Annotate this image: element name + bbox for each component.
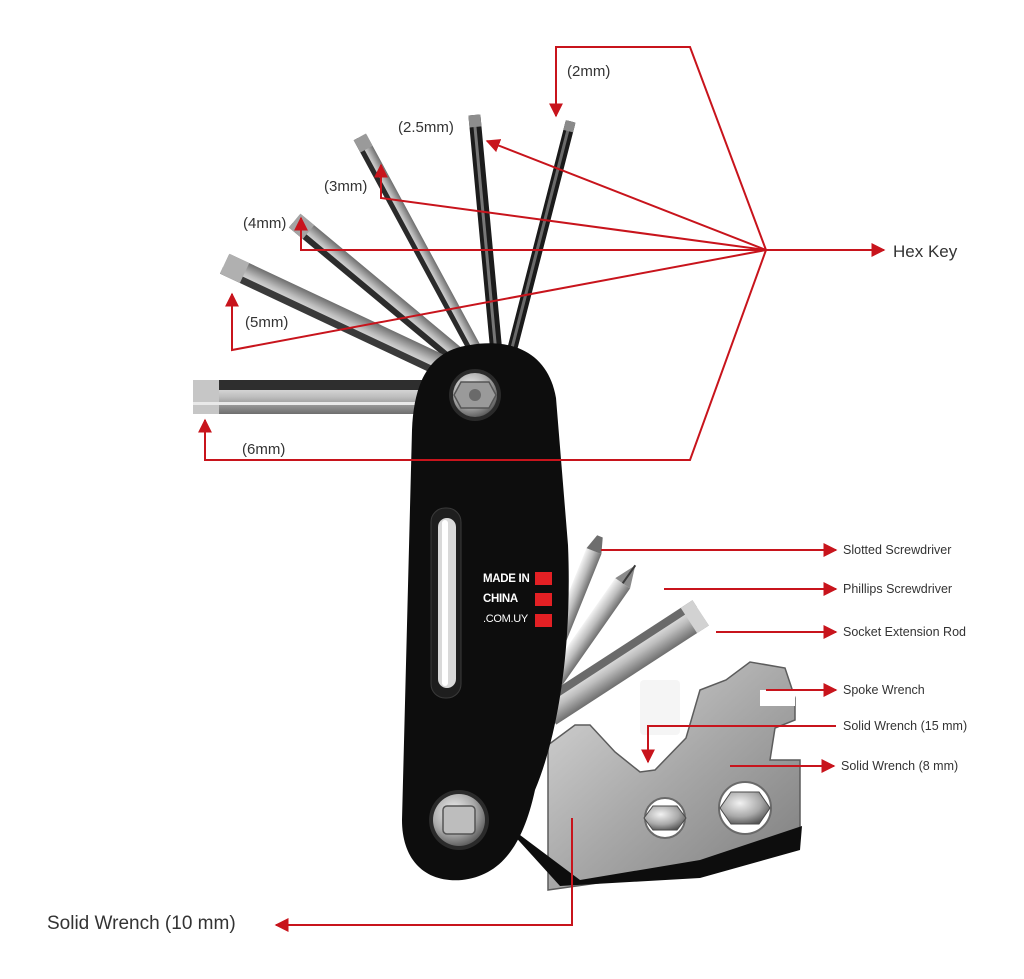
label-solid-wrench-10mm: Solid Wrench (10 mm) [47, 913, 236, 934]
label-hex-2-5mm: (2.5mm) [398, 119, 454, 136]
socket-extension-rod [539, 600, 709, 725]
brand-logo: MADE IN CHINA .COM.UY [483, 572, 555, 632]
label-hex-4mm: (4mm) [243, 215, 287, 232]
logo-line-2: CHINA [483, 593, 518, 605]
hex-key-2mm [507, 120, 576, 351]
label-hex-5mm: (5mm) [245, 314, 289, 331]
hex-key-leaders [198, 46, 886, 461]
screwdriver-set [539, 535, 709, 725]
label-hex-2mm: (2mm) [567, 63, 611, 80]
label-hex-3mm: (3mm) [324, 178, 368, 195]
tool-leaders [274, 543, 838, 932]
label-solid-wrench-15mm: Solid Wrench (15 mm) [843, 719, 968, 733]
phillips-screwdriver-bit [547, 564, 637, 686]
logo-square-3 [535, 614, 552, 627]
label-hex-6mm: (6mm) [242, 441, 286, 458]
logo-line-1: MADE IN [483, 573, 530, 585]
hex-key-3mm [353, 133, 480, 352]
wrench-plate [547, 661, 801, 891]
hex-key-6mm [193, 380, 428, 414]
logo-line-3: .COM.UY [483, 613, 528, 625]
label-solid-wrench-8mm: Solid Wrench (8 mm) [841, 759, 959, 773]
hex-key-5mm [219, 253, 445, 375]
bottom-bolt [429, 790, 489, 850]
label-slotted-screwdriver: Slotted Screwdriver [843, 543, 952, 557]
tool-body [402, 343, 569, 881]
label-hex-key: Hex Key [893, 242, 958, 261]
hex-key-2-5mm [468, 114, 502, 349]
bottom-cover [500, 820, 802, 886]
logo-square-2 [535, 593, 552, 606]
top-bolt [449, 369, 501, 421]
label-phillips-screwdriver: Phillips Screwdriver [843, 582, 953, 596]
logo-square-1 [535, 572, 552, 585]
label-spoke-wrench: Spoke Wrench [843, 683, 925, 697]
hex-key-set [193, 114, 576, 414]
label-socket-extension-rod: Socket Extension Rod [843, 625, 966, 639]
